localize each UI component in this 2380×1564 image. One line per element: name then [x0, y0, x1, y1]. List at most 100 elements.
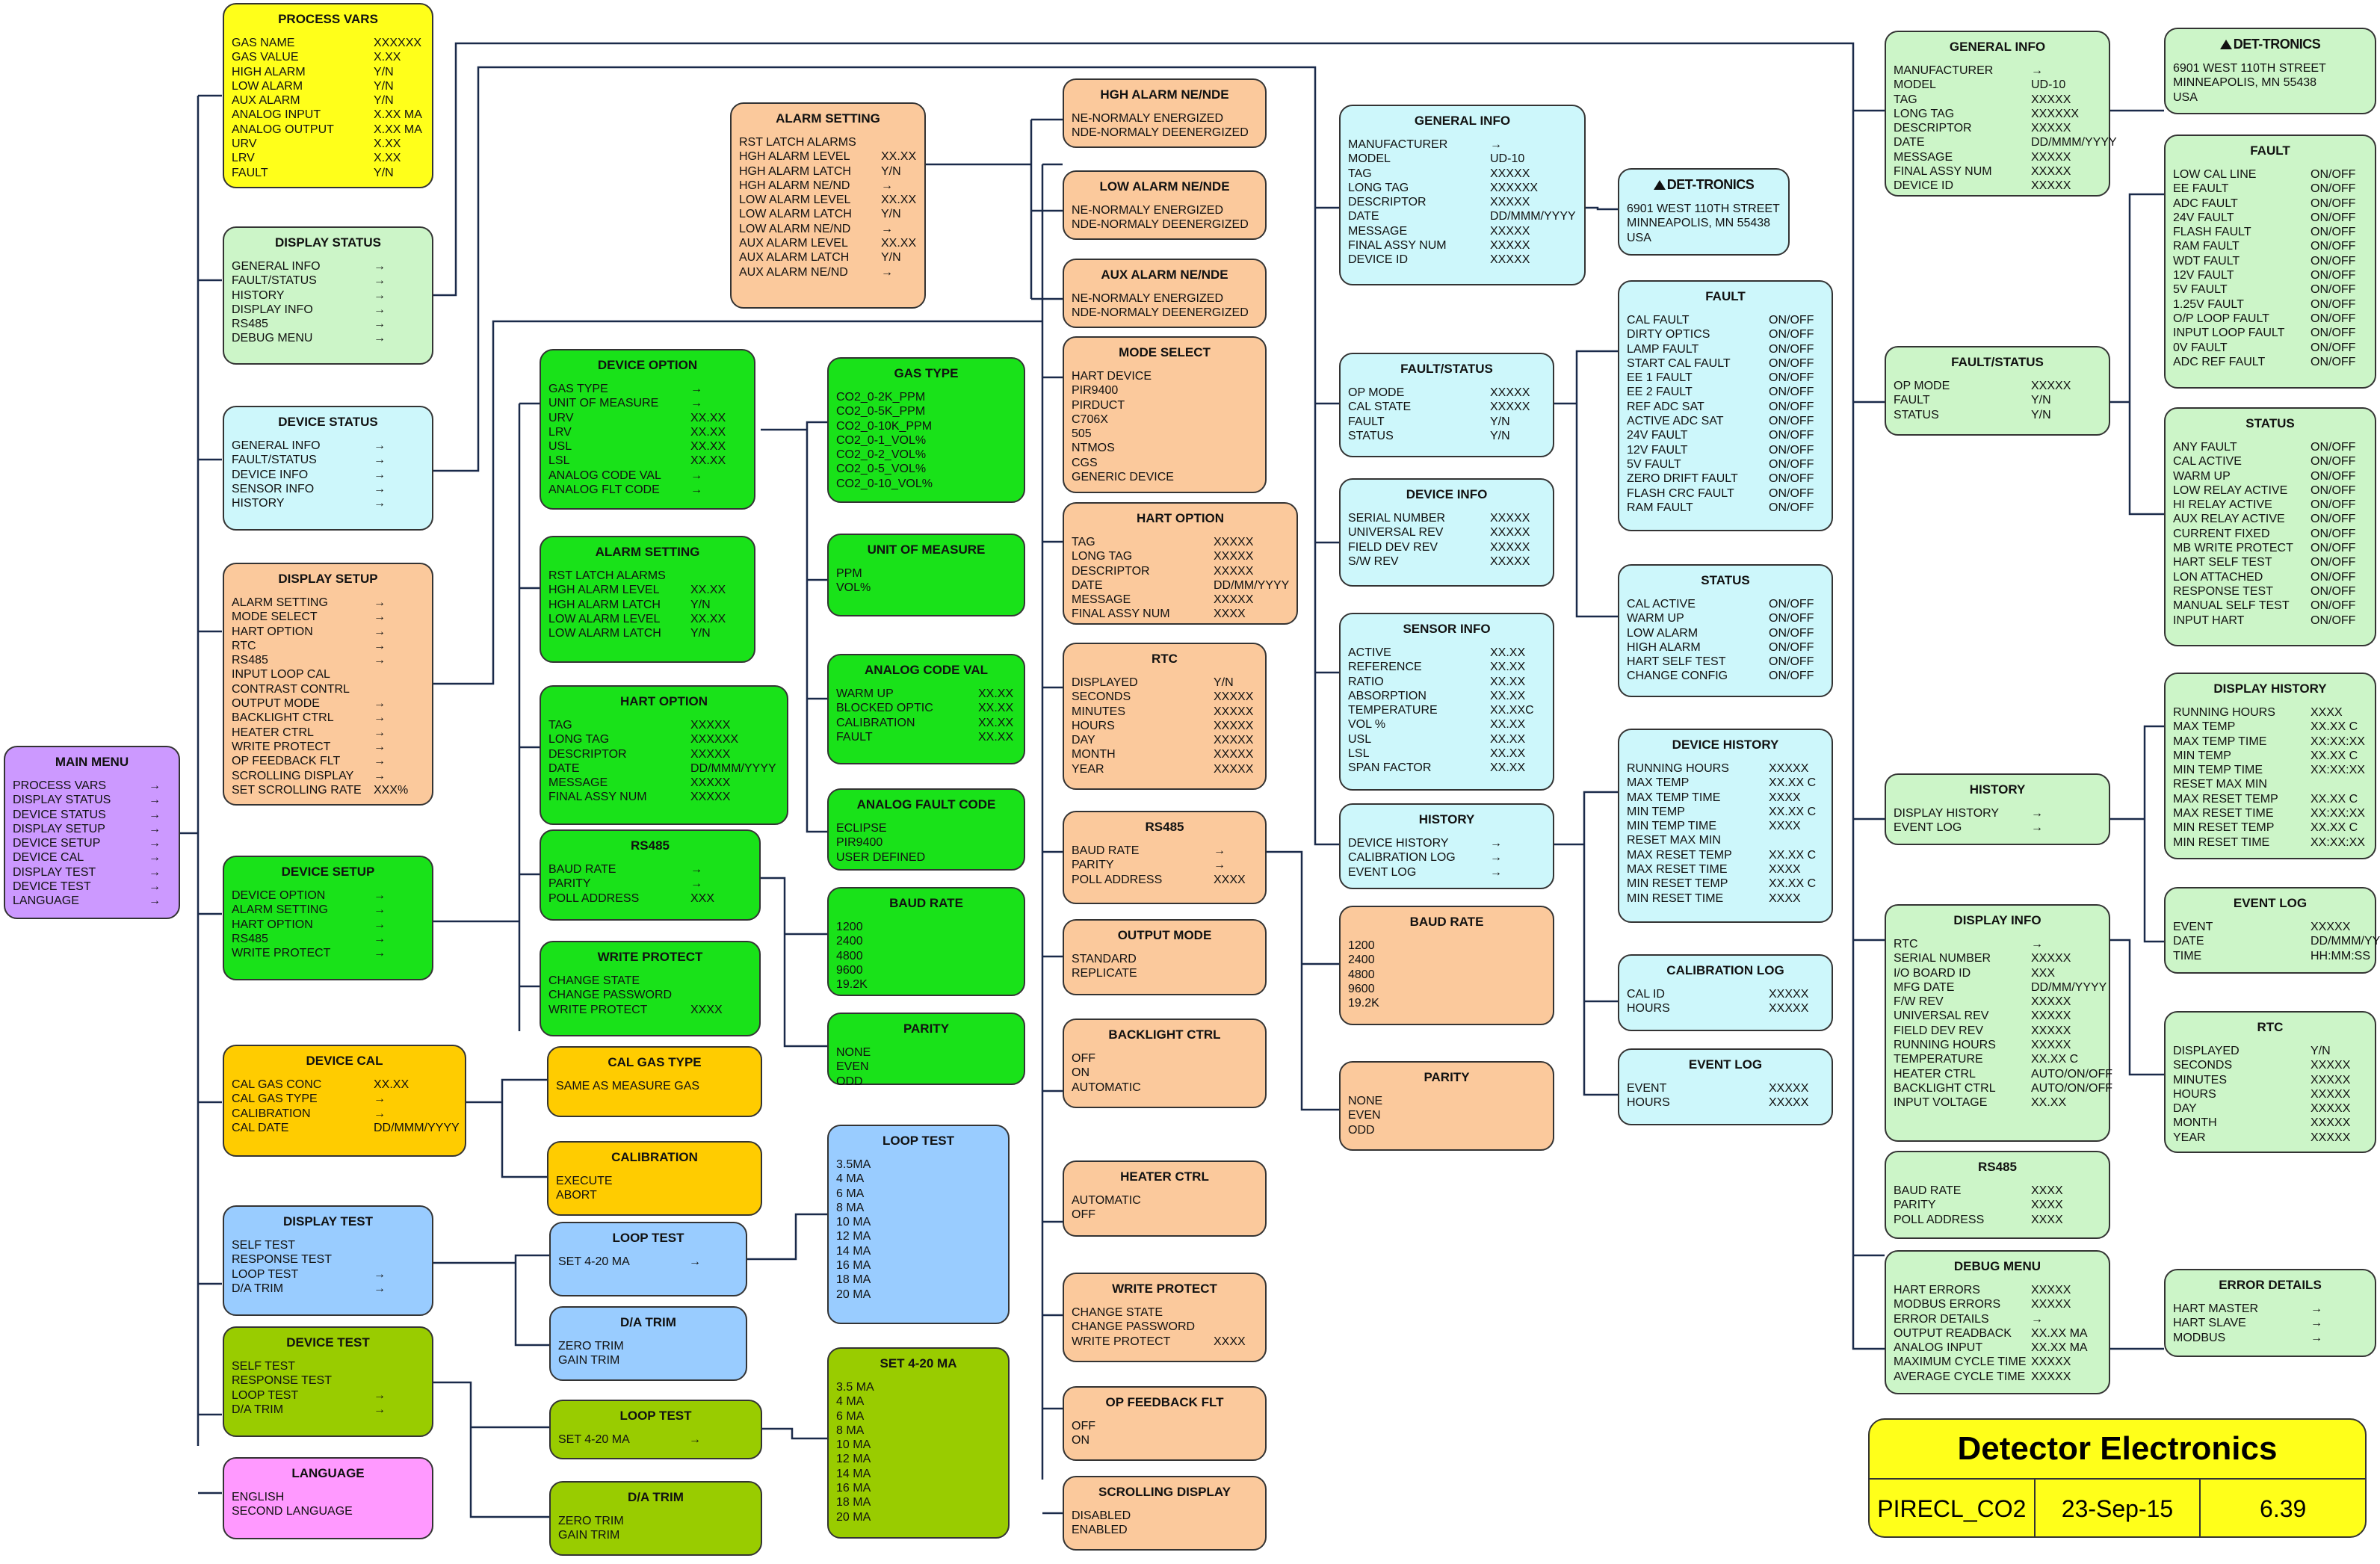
menu-item[interactable]: RTC→ [1894, 937, 2101, 951]
menu-item[interactable]: HART MASTER→ [2173, 1302, 2367, 1316]
menu-item[interactable]: DEBUG MENU→ [232, 331, 424, 345]
menu-item[interactable]: BACKLIGHT CTRL→ [232, 711, 424, 725]
menu-item[interactable]: HART SLAVE→ [2173, 1316, 2367, 1330]
menu-item[interactable]: DEVICE SETUP→ [13, 836, 171, 850]
menu-item[interactable]: HGH ALARM NE/ND→ [739, 179, 917, 193]
menu-item: USER DEFINED [836, 850, 1016, 865]
menu-item-label: HART OPTION [232, 625, 313, 638]
menu-item[interactable]: HART OPTION→ [232, 918, 424, 932]
menu-item[interactable]: HISTORY→ [232, 288, 424, 303]
menu-item[interactable]: ANALOG CODE VAL→ [548, 469, 747, 483]
menu-item[interactable]: EVENT LOG→ [1894, 820, 2101, 835]
menu-item-label: NDE-NORMALY DEENERGIZED [1072, 218, 1249, 232]
menu-item[interactable]: ANALOG FLT CODE→ [548, 483, 747, 497]
menu-item-label: SET 4-20 MA [558, 1433, 630, 1446]
menu-item[interactable]: DEVICE HISTORY→ [1348, 836, 1545, 850]
menu-item[interactable]: WRITE PROTECT→ [232, 946, 424, 960]
menu-item[interactable]: CAL GAS TYPE→ [232, 1092, 457, 1106]
menu-item[interactable]: HART OPTION→ [232, 625, 424, 639]
menu-item[interactable]: EVENT LOG→ [1348, 865, 1545, 880]
menu-item[interactable]: SCROLLING DISPLAY→ [232, 769, 424, 783]
menu-item[interactable]: MANUFACTURER→ [1348, 137, 1577, 152]
menu-item[interactable]: RS485→ [232, 317, 424, 331]
menu-item-label: DISPLAY STATUS [13, 794, 111, 807]
menu-item[interactable]: OP FEEDBACK FLT→ [232, 754, 424, 768]
menu-item[interactable]: HISTORY→ [232, 496, 424, 510]
menu-item-label: 16 MA [836, 1259, 871, 1273]
menu-item-label: ZERO DRIFT FAULT [1627, 472, 1738, 486]
menu-item-label: 20 MA [836, 1288, 871, 1301]
menu-item[interactable]: DEVICE CAL→ [13, 850, 171, 865]
menu-item[interactable]: DEVICE INFO→ [232, 468, 424, 482]
menu-item[interactable]: ERROR DETAILS→ [1894, 1312, 2101, 1326]
menu-item[interactable]: D/A TRIM→ [232, 1282, 424, 1296]
menu-item[interactable]: OUTPUT MODE→ [232, 696, 424, 711]
menu-item[interactable]: GENERAL INFO→ [232, 439, 424, 453]
menu-item[interactable]: DISPLAY STATUS→ [13, 793, 171, 807]
menu-item[interactable]: SET 4-20 MA→ [558, 1432, 753, 1447]
menu-item[interactable]: BAUD RATE→ [548, 862, 752, 877]
submenu-arrow-icon: → [374, 332, 386, 345]
menu-item[interactable]: RS485→ [232, 653, 424, 667]
menu-item-value: XXXXX [1490, 196, 1530, 209]
menu-item[interactable]: LANGUAGE→ [13, 894, 171, 908]
menu-item[interactable]: BAUD RATE→ [1072, 844, 1258, 858]
menu-item[interactable]: ALARM SETTING→ [232, 903, 424, 917]
menu-item: ABORT [556, 1188, 753, 1202]
menu-item-value: HH:MM:SS [2311, 949, 2370, 962]
menu-item-label: CO2_0-5_VOL% [836, 463, 927, 476]
menu-item[interactable]: UNIT OF MEASURE→ [548, 396, 747, 410]
menu-item: 14 MA [836, 1244, 1001, 1258]
menu-item[interactable]: RS485→ [232, 932, 424, 946]
menu-item[interactable]: PARITY→ [1072, 858, 1258, 872]
menu-item[interactable]: PARITY→ [548, 877, 752, 891]
menu-item[interactable]: FAULT/STATUS→ [232, 453, 424, 467]
menu-item[interactable]: LOOP TEST→ [232, 1267, 424, 1282]
menu-item[interactable]: WRITE PROTECT→ [232, 740, 424, 754]
menu-item[interactable]: HEATER CTRL→ [232, 726, 424, 740]
menu-item[interactable]: SET 4-20 MA→ [558, 1255, 738, 1269]
menu-item[interactable]: CALIBRATION LOG→ [1348, 850, 1545, 865]
menu-item: NDE-NORMALY DEENERGIZED [1072, 126, 1258, 140]
menu-item[interactable]: MODE SELECT→ [232, 610, 424, 624]
menu-item[interactable]: ALARM SETTING→ [232, 596, 424, 610]
menu-item[interactable]: DEVICE STATUS→ [13, 808, 171, 822]
menu-item[interactable]: RTC→ [232, 639, 424, 653]
menu-item-label: OP FEEDBACK FLT [232, 755, 341, 768]
menu-item[interactable]: DISPLAY HISTORY→ [1894, 806, 2101, 820]
menu-item-label: DISPLAY SETUP [13, 822, 105, 835]
menu-item-label: DEVICE CAL [13, 851, 84, 865]
menu-item: 6 MA [836, 1187, 1001, 1201]
submenu-arrow-icon: → [690, 383, 702, 395]
menu-item[interactable]: D/A TRIM→ [232, 1403, 424, 1417]
menu-item[interactable]: MODBUS→ [2173, 1331, 2367, 1345]
menu-item[interactable]: DEVICE OPTION→ [232, 888, 424, 903]
menu-item[interactable]: MANUFACTURER→ [1894, 64, 2101, 78]
box-title: PROCESS VARS [278, 12, 378, 26]
menu-item[interactable]: DEVICE TEST→ [13, 880, 171, 894]
box-title: DEVICE INFO [1406, 487, 1488, 501]
menu-item[interactable]: DISPLAY SETUP→ [13, 822, 171, 836]
menu-item[interactable]: FAULT/STATUS→ [232, 273, 424, 288]
menu-item: ZERO DRIFT FAULT ON/OFF [1627, 472, 1824, 486]
menu-item[interactable]: SENSOR INFO→ [232, 482, 424, 496]
menu-item[interactable]: LOOP TEST→ [232, 1388, 424, 1403]
menu-item-value: ON/OFF [1769, 472, 1814, 486]
menu-item[interactable]: LOW ALARM NE/ND→ [739, 222, 917, 236]
menu-item[interactable]: GENERAL INFO→ [232, 259, 424, 273]
menu-item[interactable]: DISPLAY INFO→ [232, 303, 424, 317]
menu-item[interactable]: GAS TYPE→ [548, 382, 747, 396]
menu-item[interactable]: DISPLAY TEST→ [13, 865, 171, 880]
menu-item[interactable]: CALIBRATION→ [232, 1107, 457, 1121]
menu-item-value: XX.XX MA [2031, 1341, 2088, 1355]
menu-item[interactable]: PROCESS VARS→ [13, 779, 171, 793]
menu-item[interactable]: AUX ALARM NE/ND→ [739, 265, 917, 279]
